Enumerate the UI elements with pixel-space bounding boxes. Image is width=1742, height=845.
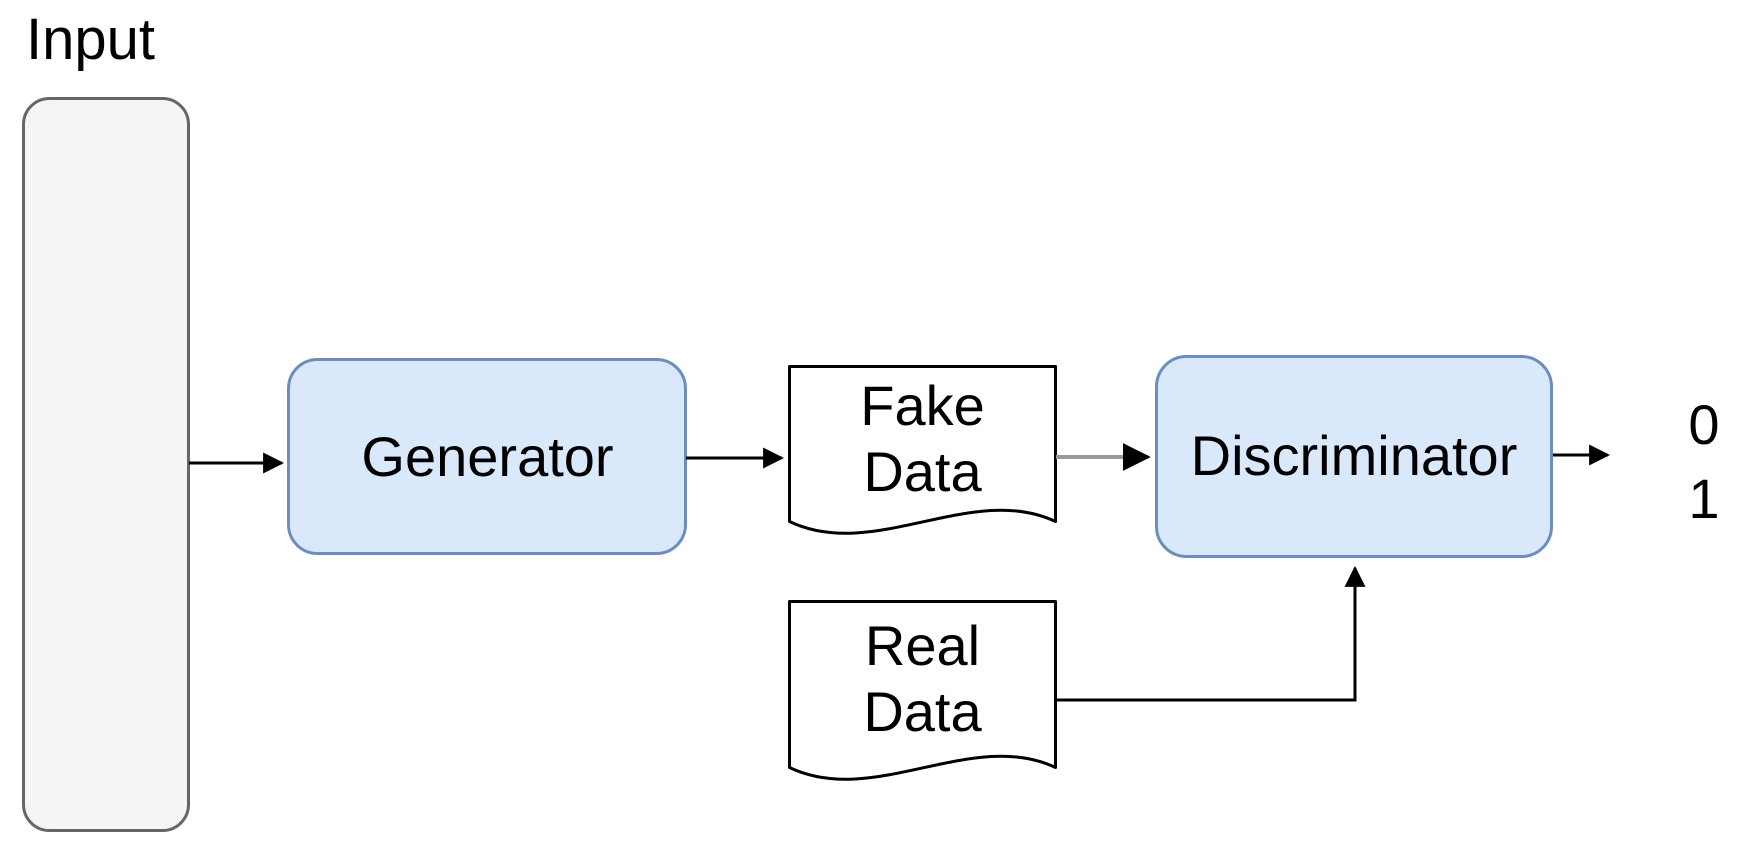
output-labels: 0 1 (1672, 388, 1736, 536)
generator-node-box (287, 358, 687, 555)
discriminator-node-label: Discriminator (1190, 424, 1518, 488)
fake-data-node-label: Fake Data (788, 365, 1057, 513)
input-node-box (22, 97, 190, 832)
fake-data-document (788, 365, 1057, 535)
real-data-label-line1: Real (864, 614, 981, 678)
fake-data-label-line1: Fake (860, 374, 985, 438)
edge-real-data-to-discriminator (1056, 565, 1366, 702)
fake-data-label-line2: Data (863, 440, 982, 503)
output-label-zero: 0 (1688, 393, 1720, 456)
real-data-document (788, 600, 1057, 781)
discriminator-node-box (1155, 355, 1553, 558)
output-label-one: 1 (1688, 467, 1720, 530)
real-data-node-label: Real Data (788, 600, 1057, 758)
input-node-label: Input (26, 7, 155, 72)
generator-node-label: Generator (361, 424, 614, 488)
real-data-label-line2: Data (863, 680, 982, 743)
